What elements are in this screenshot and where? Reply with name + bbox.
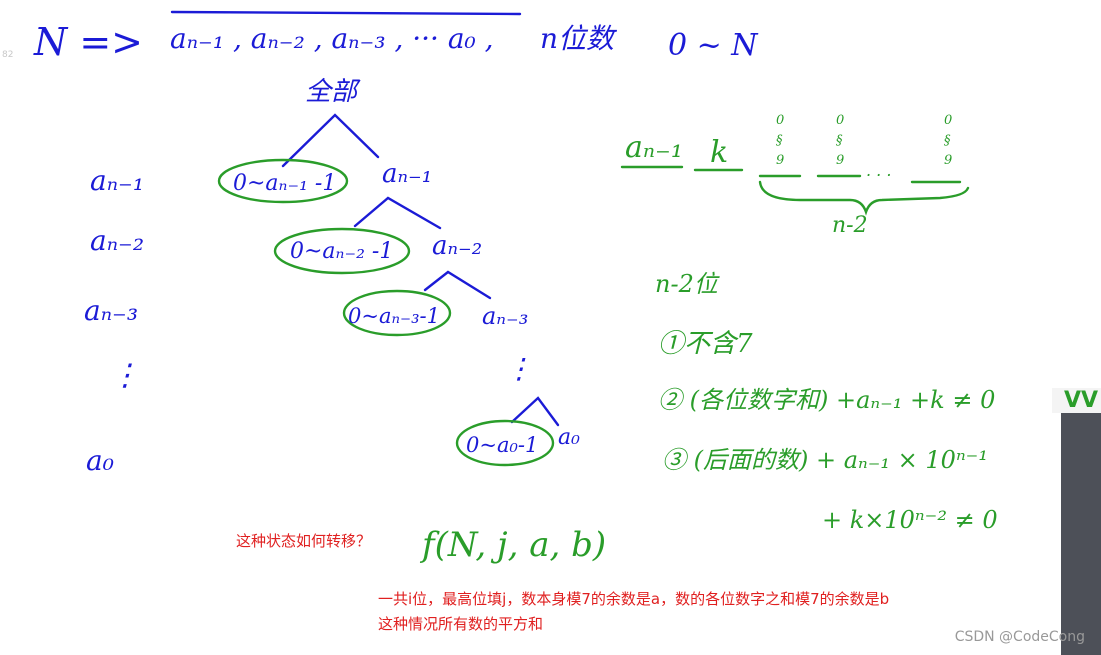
tree-branch [353,196,442,230]
case-3-continued: + k×10ⁿ⁻² ≠ 0 [822,506,998,534]
circled-range-label: 0~a₀-1 [466,433,538,457]
state-function: f(N, j, a, b) [419,525,606,565]
digit-range-stack: 0 § 9 0 § 9 . . . 0 § 9 [758,113,962,184]
span-label: n-2 [832,213,868,238]
circled-range-label: 0~aₙ₋₁ -1 [233,171,336,196]
digits-note: n位数 [540,22,618,55]
case-3: ③ (后面的数) + aₙ₋₁ × 10ⁿ⁻¹ [662,446,988,474]
digit-range: 9 [776,153,784,168]
level-label: aₙ₋₃ [84,294,138,327]
tree-branch [423,270,492,300]
note-line: n-2位 [655,270,720,298]
circled-range-label: 0~aₙ₋₃-1 [348,304,440,328]
side-video-panel [1061,413,1101,655]
circled-range [273,227,411,275]
digits-sequence: aₙ₋₁ , aₙ₋₂ , aₙ₋₃ , ··· a₀ , [170,22,494,55]
digit-range: 0 [836,113,844,128]
side-partial-text: VV [1064,388,1099,413]
tree-branch [510,396,560,427]
case-2: ② (各位数字和) +aₙ₋₁ +k ≠ 0 [658,386,995,414]
span-brace [758,180,970,216]
header-line: N => aₙ₋₁ , aₙ₋₂ , aₙ₋₃ , ··· a₀ , n位数 0… [33,10,759,64]
margin-number: 82 [2,50,14,60]
tree-ellipsis: ⋮ [505,352,533,385]
tree-root: 全部 [305,77,361,107]
level-label: aₙ₋₂ [90,224,144,257]
decision-tree: 全部 0~aₙ₋₁ -1 aₙ₋₁ 0~aₙ₋₂ -1 aₙ₋₂ 0~aₙ₋₃-… [217,77,580,467]
circled-range-label: 0~aₙ₋₂ -1 [290,239,393,264]
range-label: 0 ~ N [668,28,759,63]
n-arrow: N => [33,20,143,64]
tree-branch [281,113,380,168]
transition-question: 这种状态如何转移？ [236,532,372,550]
digit-range: 9 [944,153,952,168]
digit-a-label: aₙ₋₁ [625,130,683,165]
level-labels: aₙ₋₁ aₙ₋₂ aₙ₋₃ ⋮ a₀ [84,164,144,477]
digit-range: 0 [944,113,952,128]
level-label: ⋮ [110,358,140,393]
digit-range: 0 [776,113,784,128]
tree-node: aₙ₋₃ [482,302,528,330]
digit-k-label: k [710,135,728,170]
level-label: aₙ₋₁ [90,164,144,197]
tree-node: a₀ [558,425,580,450]
circled-range [455,419,555,467]
case-1: ①不含7 [658,329,753,359]
level-label: a₀ [86,444,114,477]
circled-range [342,289,452,337]
right-notes: aₙ₋₁ k 0 § 9 0 § 9 . . . 0 § 9 n-2 n-2位 … [620,113,998,534]
digit-range: § [944,133,951,148]
state-description-line1: 一共i位，最高位填j，数本身模7的余数是a，数的各位数字之和模7的余数是b [378,590,890,608]
digit-range: § [776,133,783,148]
side-strip [1052,388,1101,413]
circled-range [217,158,349,204]
digit-range: § [836,133,843,148]
watermark: CSDN @CodeCong [954,629,1085,645]
header-overline [170,10,522,16]
ellipsis: . . . [866,161,891,180]
tree-node: aₙ₋₁ [382,159,432,189]
state-description-line2: 这种情况所有数的平方和 [378,615,544,633]
tree-node: aₙ₋₂ [432,231,482,261]
digit-range: 9 [836,153,844,168]
